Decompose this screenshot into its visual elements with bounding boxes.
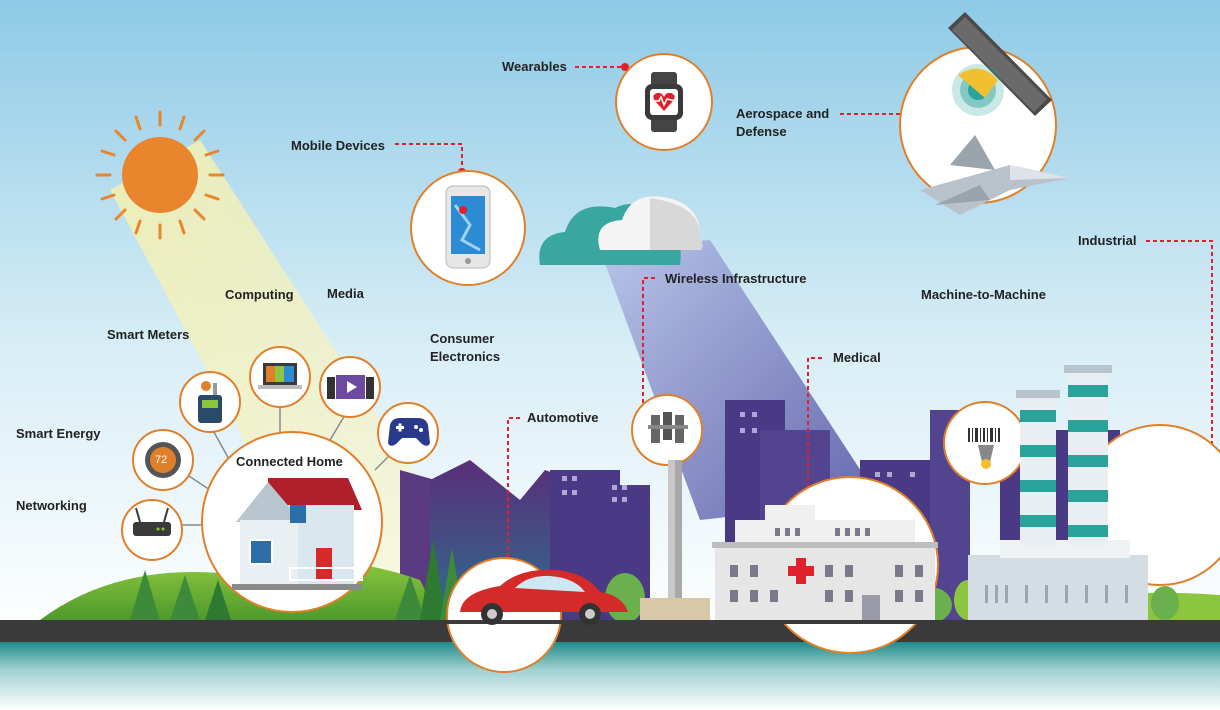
tower-front <box>640 460 710 622</box>
label-computing: Computing <box>225 287 294 302</box>
barcode-scanner-icon <box>968 428 1000 469</box>
label-industrial: Industrial <box>1078 233 1137 248</box>
thermostat-reading: 72 <box>155 454 168 466</box>
ground-band <box>0 642 1220 710</box>
label-aerospace-line1: Aerospace and <box>736 106 830 121</box>
label-aerospace-line2: Defense <box>736 124 787 139</box>
label-machine-to-machine: Machine-to-Machine <box>921 287 1046 302</box>
satellite-icon <box>948 12 1052 116</box>
antenna-panels <box>648 412 688 443</box>
jet-icon <box>920 135 1070 215</box>
label-networking: Networking <box>16 498 87 513</box>
label-wearables: Wearables <box>502 59 567 74</box>
router-icon <box>133 507 171 536</box>
factory-front <box>968 365 1148 620</box>
gamepad-icon <box>388 418 430 446</box>
label-medical: Medical <box>833 350 881 365</box>
smartwatch-icon <box>645 72 683 132</box>
road-edge <box>0 620 1220 624</box>
cloud-icon <box>539 196 703 265</box>
media-player-icon <box>327 375 374 399</box>
label-smart-meters: Smart Meters <box>107 327 190 342</box>
label-connected-home: Connected Home <box>236 454 343 469</box>
hospital-front <box>712 505 938 620</box>
laptop-icon <box>258 363 302 389</box>
car-icon <box>460 569 628 625</box>
label-smart-energy: Smart Energy <box>16 426 101 441</box>
house-icon <box>232 478 363 590</box>
label-consumer-line1: Consumer <box>430 331 495 346</box>
label-mobile-devices: Mobile Devices <box>291 138 385 153</box>
smartphone-icon <box>445 185 491 269</box>
label-consumer-line2: Electronics <box>430 349 501 364</box>
label-automotive: Automotive <box>527 410 599 425</box>
label-media: Media <box>327 286 364 301</box>
sun-icon <box>95 110 225 240</box>
machine-to-machine-circle <box>943 401 1027 485</box>
label-wireless-infrastructure: Wireless Infrastructure <box>665 271 807 286</box>
thermostat-icon <box>145 442 181 478</box>
smart-meter-icon <box>198 381 222 423</box>
